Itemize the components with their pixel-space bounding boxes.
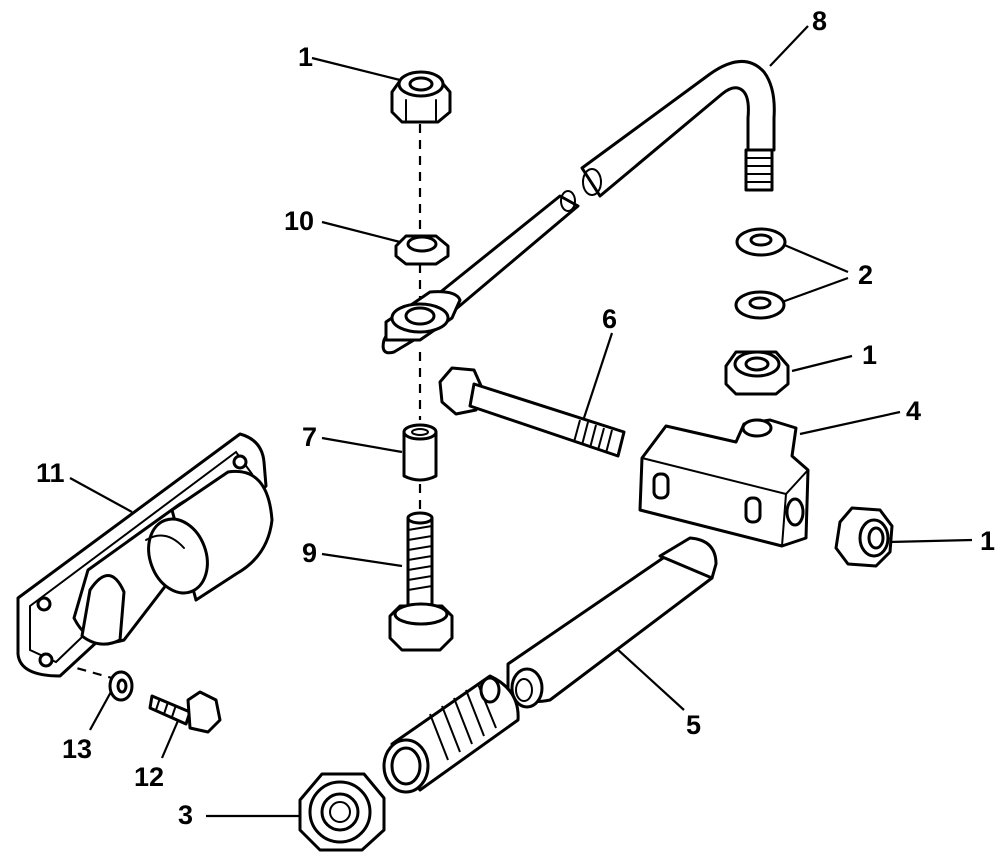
callout-4-connector: 4 xyxy=(906,396,922,426)
callout-3-large-nut: 3 xyxy=(178,800,194,830)
callout-1-right-nut: 1 xyxy=(980,526,996,556)
callout-2-washers: 2 xyxy=(858,260,874,290)
callout-1-middle-nut: 1 xyxy=(862,340,878,370)
callout-7-spacer: 7 xyxy=(302,422,318,452)
vertical-bolt xyxy=(388,511,454,652)
callout-10-jam-nut: 10 xyxy=(284,206,315,236)
callout-9-vertical-bolt: 9 xyxy=(302,538,318,568)
connector-block xyxy=(638,418,810,548)
callout-12-screw: 12 xyxy=(134,762,165,792)
lock-nut-middle xyxy=(724,350,790,396)
screw xyxy=(148,690,222,734)
lock-nut-top xyxy=(390,70,452,124)
washers xyxy=(734,227,787,320)
lock-nut-right xyxy=(834,506,894,568)
callout-6-hex-bolt: 6 xyxy=(602,304,618,334)
callout-11-bracket: 11 xyxy=(36,458,65,488)
threaded-tube xyxy=(382,536,718,794)
callout-1-top-nut: 1 xyxy=(298,42,314,72)
small-washer xyxy=(108,670,134,702)
leader-lines xyxy=(69,25,973,818)
callout-8-link-rod: 8 xyxy=(812,6,828,36)
callout-5-threaded-tube: 5 xyxy=(686,710,702,740)
link-rod xyxy=(381,60,776,355)
large-nut xyxy=(298,772,386,852)
hex-bolt xyxy=(438,366,626,458)
callout-13-washer: 13 xyxy=(62,734,93,764)
jam-nut xyxy=(394,234,450,266)
spacer xyxy=(402,423,438,482)
mounting-bracket xyxy=(16,432,274,678)
